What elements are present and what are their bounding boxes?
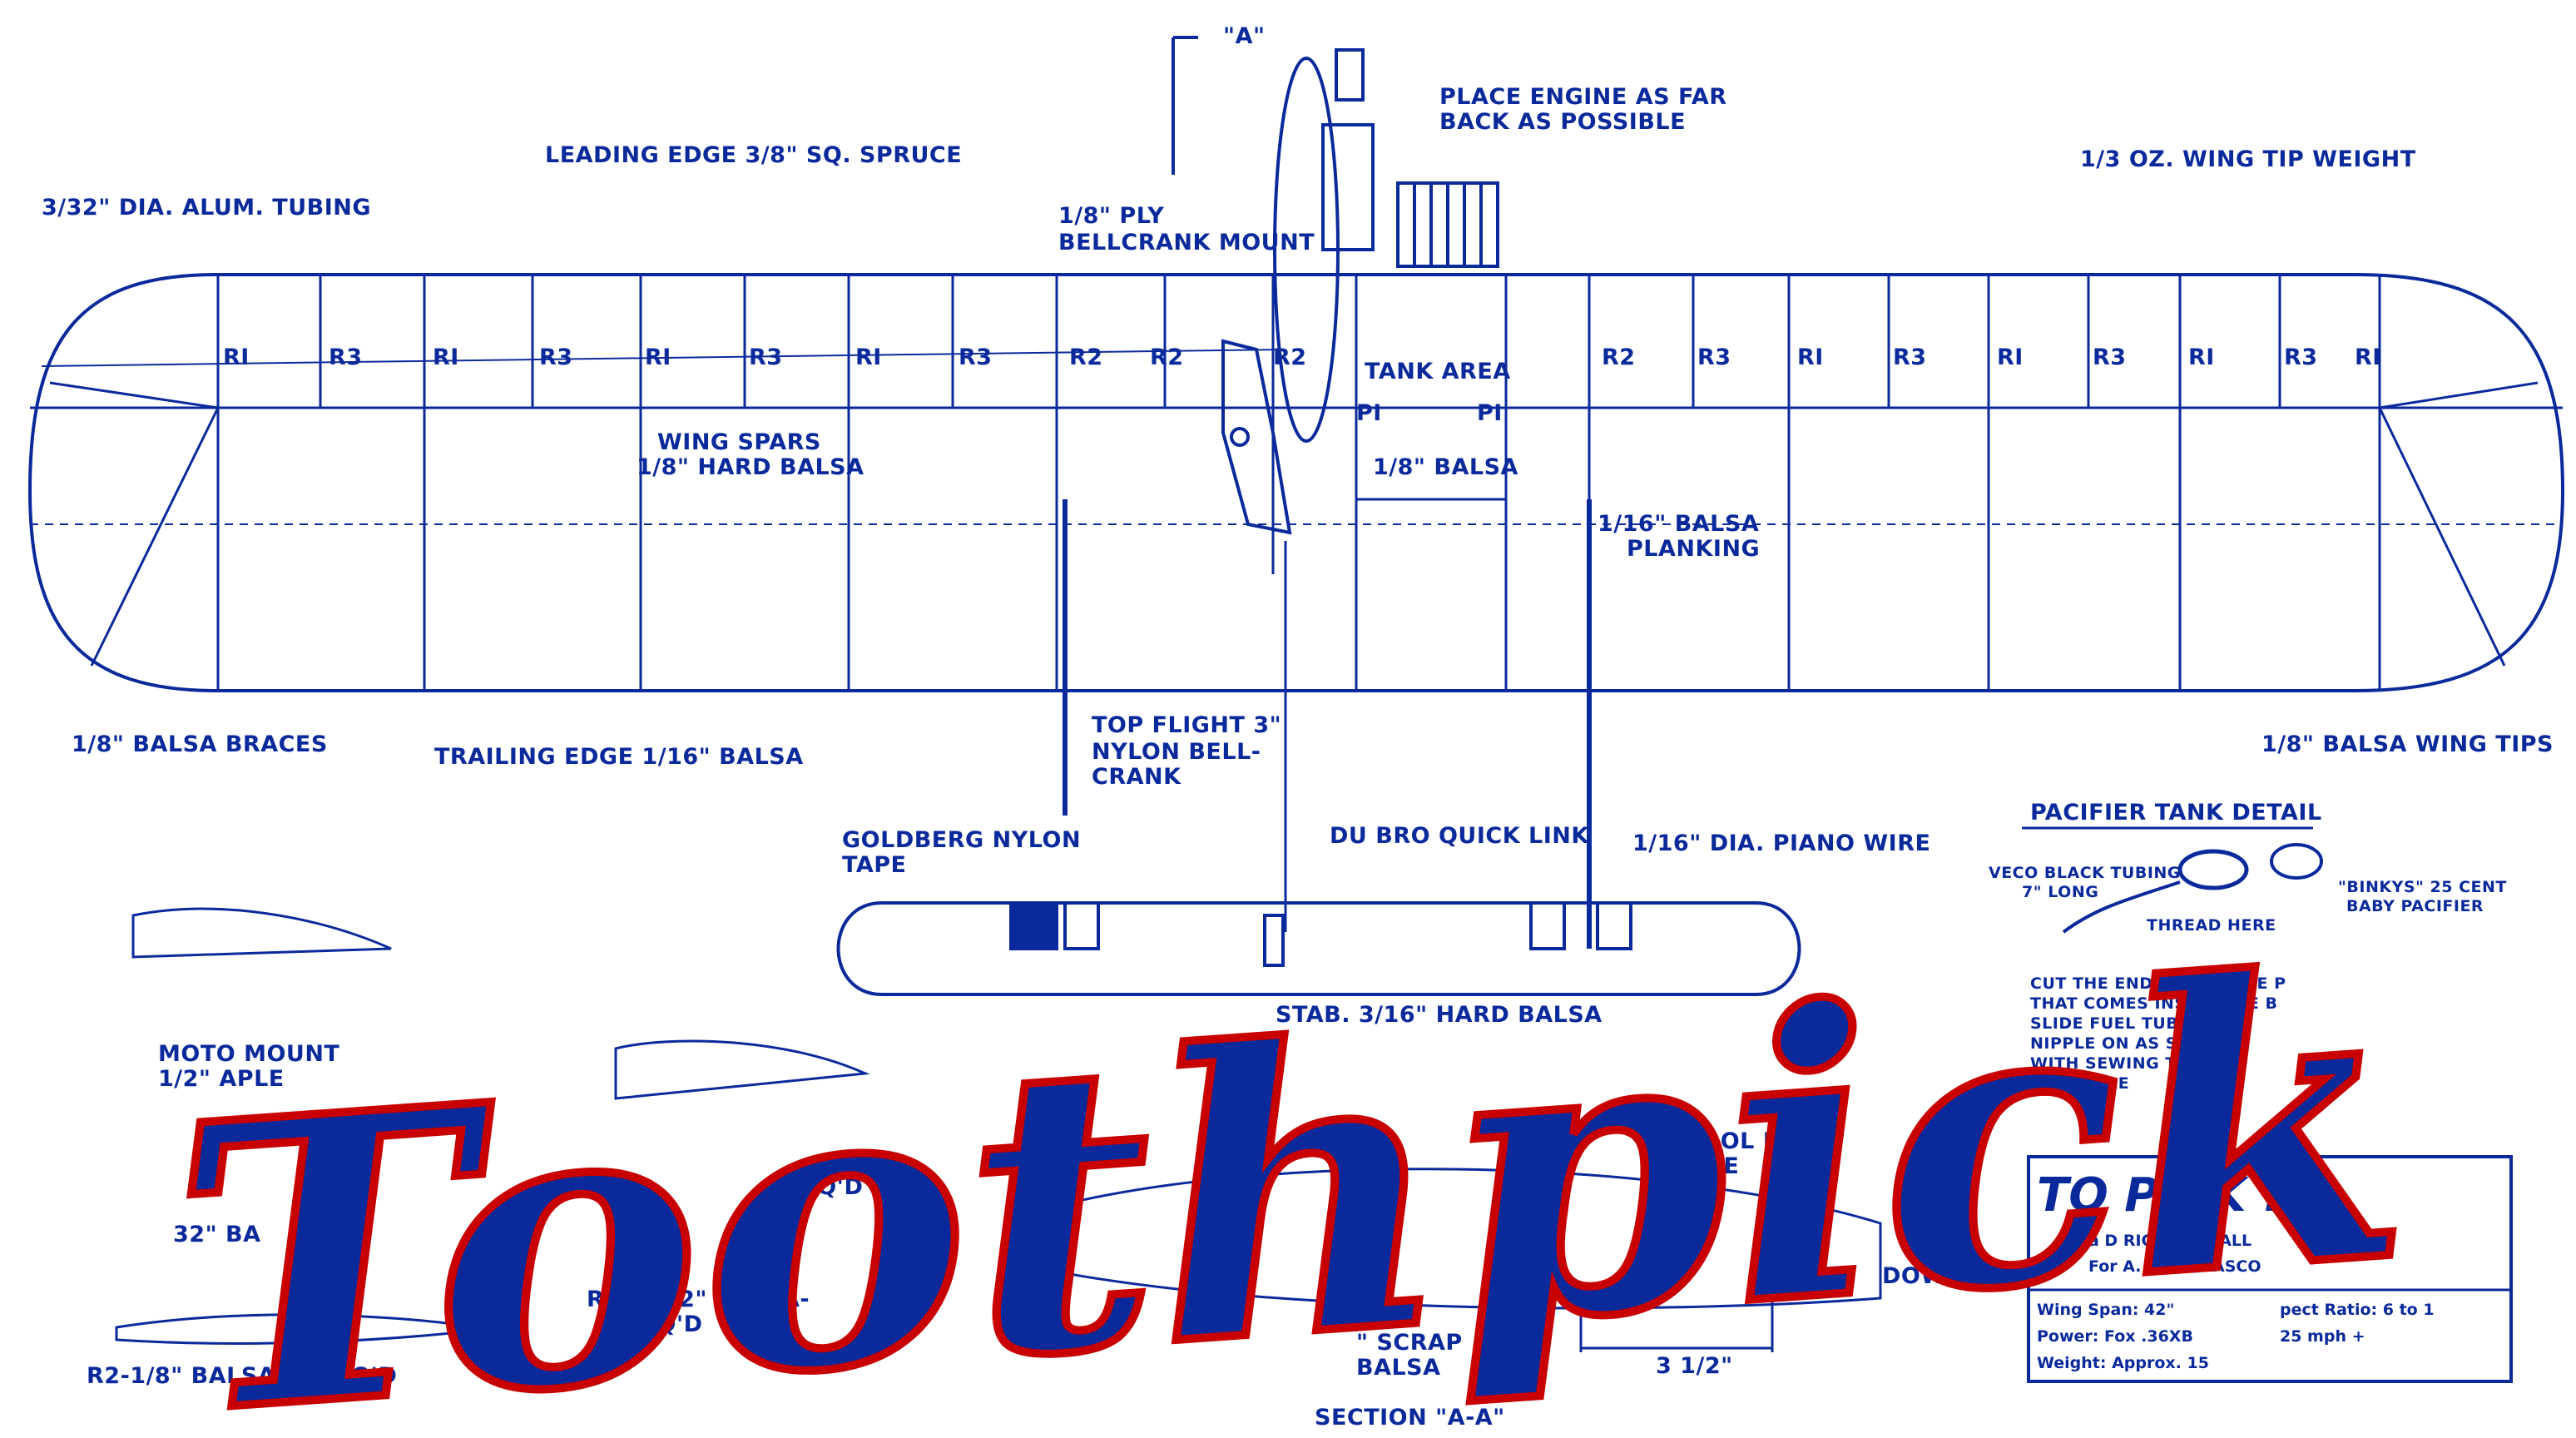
rib-label: RI [1797, 345, 1824, 370]
rib-label: R3 [2093, 345, 2127, 370]
label-wing-spars-2: 1/8" HARD BALSA [637, 454, 864, 480]
label-binkys-1: "BINKYS" 25 CENT [2338, 878, 2507, 896]
parts-outlines [115, 907, 1882, 1352]
rib-label: R3 [329, 345, 363, 370]
rib-label: RI [2188, 345, 2215, 370]
title-block-title: TO PICK ! [2037, 1168, 2284, 1222]
spec-speed: 25 mph + [2280, 1327, 2365, 1346]
label-cut-1: CUT THE END OFF OF THE P [2030, 974, 2286, 993]
label-motor-mount-1: MOTO MOUNT [158, 1041, 339, 1067]
blueprint-labels: "A" PLACE ENGINE AS FAR BACK AS POSSIBLE… [42, 23, 2554, 1431]
label-wing-tip-weight: 1/3 OZ. WING TIP WEIGHT [2080, 146, 2416, 172]
rib-label: RI [2355, 345, 2381, 370]
label-motor-mount-2: 1/2" APLE [158, 1066, 285, 1092]
spec-wing-span: Wing Span: 42" [2037, 1301, 2174, 1319]
label-stab: STAB. 3/16" HARD BALSA [1276, 1002, 1603, 1028]
label-veco-1: VECO BLACK TUBING [1989, 864, 2181, 882]
label-veco-2: 7" LONG [2022, 883, 2098, 901]
label-section-aa: SECTION "A-A" [1315, 1405, 1505, 1431]
title-block: TO PICK ! a D RICK TYNDALL For A. LL TOM… [2027, 1155, 2513, 1383]
rib-label: R3 [959, 345, 993, 370]
label-down: DOWN [1882, 1263, 1965, 1289]
label-r3-1: R3- 3/32" BALSA- [587, 1287, 810, 1312]
label-r3-2: 8 REQ'D [599, 1312, 703, 1337]
rib-label: R2 [1069, 345, 1103, 370]
planking-area [1063, 273, 1592, 949]
label-cut-3: SLIDE FUEL TUBING TH [2030, 1014, 2242, 1033]
label-planking-1: 1/16" BALSA [1598, 511, 1759, 537]
label-binkys-2: BABY PACIFIER [2346, 897, 2484, 915]
label-thread-here: THREAD HERE [2147, 916, 2276, 935]
wing-braces [41, 349, 2539, 667]
label-tank-area: TANK AREA [1365, 359, 1511, 384]
label-cut-5: WITH SEWING THRE OT [2030, 1054, 2245, 1073]
label-est-hole-2: C OLE [1664, 1153, 1739, 1179]
rib-label: RI [433, 345, 459, 370]
rib-label: R3 [1893, 345, 1927, 370]
engine-drawing [1172, 36, 1499, 443]
rib-label: R3 [749, 345, 783, 370]
wing-outline [27, 273, 2565, 692]
label-scrap-1: " SCRAP [1356, 1330, 1463, 1356]
label-goldberg-2: TAPE [842, 852, 906, 878]
label-left-32: 32" BA [173, 1222, 261, 1247]
rib-label: R2 [1602, 345, 1636, 370]
spec-aspect-ratio: pect Ratio: 6 to 1 [2280, 1301, 2435, 1319]
section-marker-top: "A" [1223, 23, 1266, 49]
label-est-hole-1: EST OL HO [1664, 1128, 1801, 1154]
label-alum-tubing: 3/32" DIA. ALUM. TUBING [42, 195, 371, 221]
label-top-flight-2: NYLON BELL- [1092, 739, 1261, 765]
rib-label: R2 [1273, 345, 1307, 370]
pacifier-tank-drawing [2022, 826, 2323, 934]
label-planking-2: PLANKING [1627, 536, 1760, 562]
label-piano-wire: 1/16" DIA. PIANO WIRE [1632, 831, 1930, 856]
rib-label: R3 [2284, 345, 2318, 370]
rib-label: R3 [539, 345, 573, 370]
label-bellcrank-mount-1: 1/8" PLY [1058, 203, 1164, 229]
spec-weight: Weight: Approx. 15 [2037, 1354, 2209, 1372]
label-leading-edge: LEADING EDGE 3/8" SQ. SPRUCE [545, 142, 962, 168]
label-scrap-2: BALSA [1356, 1355, 1441, 1381]
wing-ribs [216, 275, 2381, 691]
label-pacifier-title: PACIFIER TANK DETAIL [2030, 800, 2322, 826]
label-balsa-braces: 1/8" BALSA BRACES [72, 731, 328, 757]
rib-labels: RI R3 RI R3 RI R3 RI R3 R2 R2 R2 R2 R3 RI R3 RI R3 RI R3 RI [223, 345, 2381, 370]
label-p1-right: PI [1477, 400, 1503, 426]
label-p1-left: PI [1356, 400, 1382, 426]
rib-label: RI [645, 345, 671, 370]
title-block-designer: a D RICK TYNDALL [2088, 1232, 2252, 1250]
label-cut-2: THAT COMES INSIDE THE B [2030, 994, 2277, 1013]
rib-label: R2 [1150, 345, 1184, 370]
rib-label: RI [223, 345, 250, 370]
label-goldberg-1: GOLDBERG NYLON [842, 827, 1081, 853]
label-cut-6: E ON THRE [2030, 1074, 2129, 1093]
rib-label: RI [1997, 345, 2024, 370]
label-top-flight-3: CRANK [1092, 764, 1181, 790]
rib-label: RI [855, 345, 882, 370]
label-wing-spars-1: WING SPARS [657, 429, 821, 455]
overlay-title-toothpick: Toothpick [161, 887, 2418, 1438]
label-place-engine-2: BACK AS POSSIBLE [1439, 109, 1686, 135]
label-cut-4: NIPPLE ON AS SHOWN [2030, 1034, 2237, 1053]
label-top-flight-1: TOP FLIGHT 3" [1092, 712, 1281, 738]
spec-power: Power: Fox .36XB [2037, 1327, 2193, 1346]
label-du-bro: DU BRO QUICK LINK [1330, 823, 1589, 849]
title-block-drawn-for: For A. LL TOMASCO [2088, 1257, 2261, 1276]
rib-label: R3 [1697, 345, 1731, 370]
label-mid-reqd: REQ'D [784, 1174, 863, 1200]
label-dim-3-half: 3 1/2" [1656, 1353, 1733, 1379]
label-r2: R2-1/8" BALSA- 4 REQ'D [87, 1363, 397, 1389]
label-balsa-1-8: 1/8" BALSA [1373, 454, 1518, 480]
label-place-engine-1: PLACE ENGINE AS FAR [1439, 84, 1727, 110]
label-bellcrank-mount-2: BELLCRANK MOUNT [1058, 230, 1315, 255]
bellcrank [1221, 339, 1292, 932]
label-mid-8ba: /8" BA [1025, 1137, 1106, 1163]
label-trailing-edge: TRAILING EDGE 1/16" BALSA [434, 744, 804, 770]
label-wing-tips: 1/8" BALSA WING TIPS [2261, 731, 2554, 757]
stabilizer-outline [836, 901, 1801, 996]
